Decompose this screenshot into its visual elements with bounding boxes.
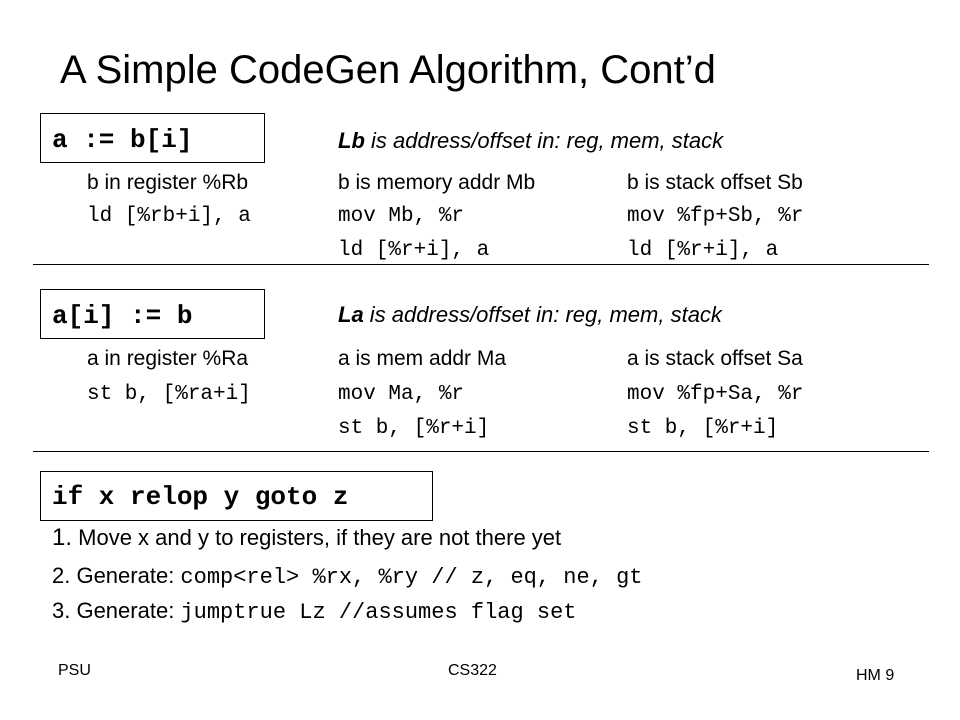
section2-col2-code1: mov Ma, %r (338, 383, 465, 406)
section2-col2-label: a is mem addr Ma (338, 347, 507, 370)
divider-2 (33, 451, 929, 452)
section1-col2-label: b is memory addr Mb (338, 171, 536, 194)
slide-title: A Simple CodeGen Algorithm, Cont’d (60, 48, 716, 92)
footer-right: HM 9 (856, 667, 895, 684)
step-2: 2. Generate: comp<rel> %rx, %ry // z, eq… (52, 565, 643, 589)
divider-1 (33, 264, 929, 265)
code-box-load (40, 113, 265, 163)
section1-heading: Lb is address/offset in: reg, mem, stack (338, 130, 723, 152)
step-1-number: 1. (52, 524, 73, 551)
footer-center: CS322 (448, 662, 497, 679)
step-3-prefix: 3. Generate: (52, 598, 181, 623)
section2-col3-label: a is stack offset Sa (627, 347, 803, 370)
section1-col1-code1: ld [%rb+i], a (87, 205, 251, 228)
code-store-statement: a[i] := b (52, 301, 193, 331)
step-2-code: comp<rel> %rx, %ry // z, eq, ne, gt (180, 565, 643, 590)
section1-col3-code1: mov %fp+Sb, %r (627, 205, 804, 228)
section2-col1-label: a in register %Ra (87, 347, 249, 370)
section2-heading: La is address/offset in: reg, mem, stack (338, 304, 722, 326)
code-box-conditional (40, 471, 433, 521)
step-1: 1. Move x and y to registers, if they ar… (52, 526, 561, 550)
section2-col3-code2: st b, [%r+i] (627, 417, 779, 440)
section2-heading-lead: La (338, 302, 364, 327)
code-load-statement: a := b[i] (52, 125, 193, 155)
section2-col2-code2: st b, [%r+i] (338, 417, 490, 440)
code-box-store (40, 289, 265, 339)
section1-col2-code2: ld [%r+i], a (338, 239, 490, 262)
section2-col1-code1: st b, [%ra+i] (87, 383, 251, 406)
section1-col1-label: b in register %Rb (87, 171, 249, 194)
step-1-text: Move x and y to registers, if they are n… (72, 525, 562, 550)
section2-heading-rest: is address/offset in: reg, mem, stack (363, 302, 722, 327)
step-2-prefix: 2. Generate: (52, 563, 181, 588)
section1-heading-rest: is address/offset in: reg, mem, stack (364, 128, 724, 153)
section1-heading-lead: Lb (338, 128, 365, 153)
footer-left: PSU (58, 662, 91, 679)
step-3-code: jumptrue Lz //assumes flag set (180, 600, 577, 625)
section1-col3-label: b is stack offset Sb (627, 171, 803, 194)
step-3: 3. Generate: jumptrue Lz //assumes flag … (52, 600, 577, 624)
section2-col3-code1: mov %fp+Sa, %r (627, 383, 804, 406)
section1-col2-code1: mov Mb, %r (338, 205, 465, 228)
section1-col3-code2: ld [%r+i], a (627, 239, 779, 262)
code-conditional-statement: if x relop y goto z (52, 482, 349, 512)
